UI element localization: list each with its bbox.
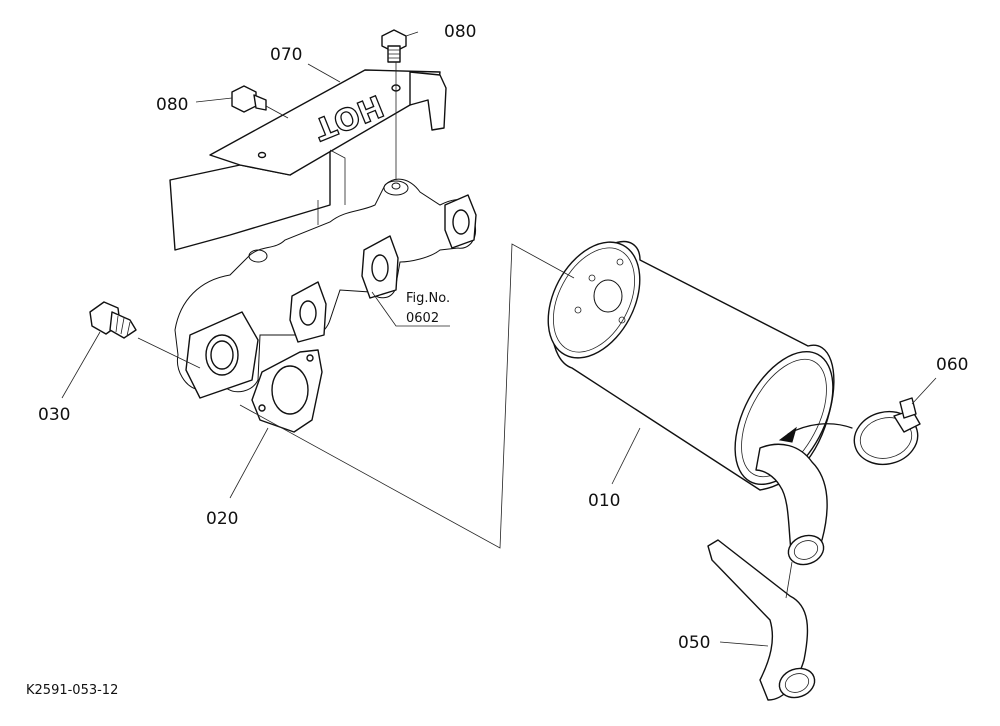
bolt-top-part	[381, 29, 407, 63]
stud-bolt-part	[89, 301, 137, 339]
callout-060: 060	[936, 355, 968, 375]
muffler-part	[547, 240, 835, 566]
bolt-left-part	[231, 85, 267, 113]
figure-reference-label: Fig.No.	[406, 291, 450, 306]
callout-010: 010	[588, 491, 620, 511]
assembly-lines	[137, 62, 793, 599]
assembly-arrow	[778, 423, 853, 443]
callout-020: 020	[206, 509, 238, 529]
tail-pipe-part	[707, 539, 816, 701]
callout-050: 050	[678, 633, 710, 653]
exhaust-manifold-outline	[174, 178, 477, 399]
figure-reference-number: 0602	[406, 311, 439, 326]
callout-080-top: 080	[444, 22, 476, 42]
callout-030: 030	[38, 405, 70, 425]
gasket-part	[251, 349, 323, 433]
callout-leaders	[61, 31, 937, 647]
hose-clamp-part	[853, 397, 921, 466]
callout-070: 070	[270, 45, 302, 65]
heat-shield-part: HOT	[169, 69, 447, 251]
callout-080-left: 080	[156, 95, 188, 115]
drawing-code: K2591-053-12	[26, 683, 118, 698]
